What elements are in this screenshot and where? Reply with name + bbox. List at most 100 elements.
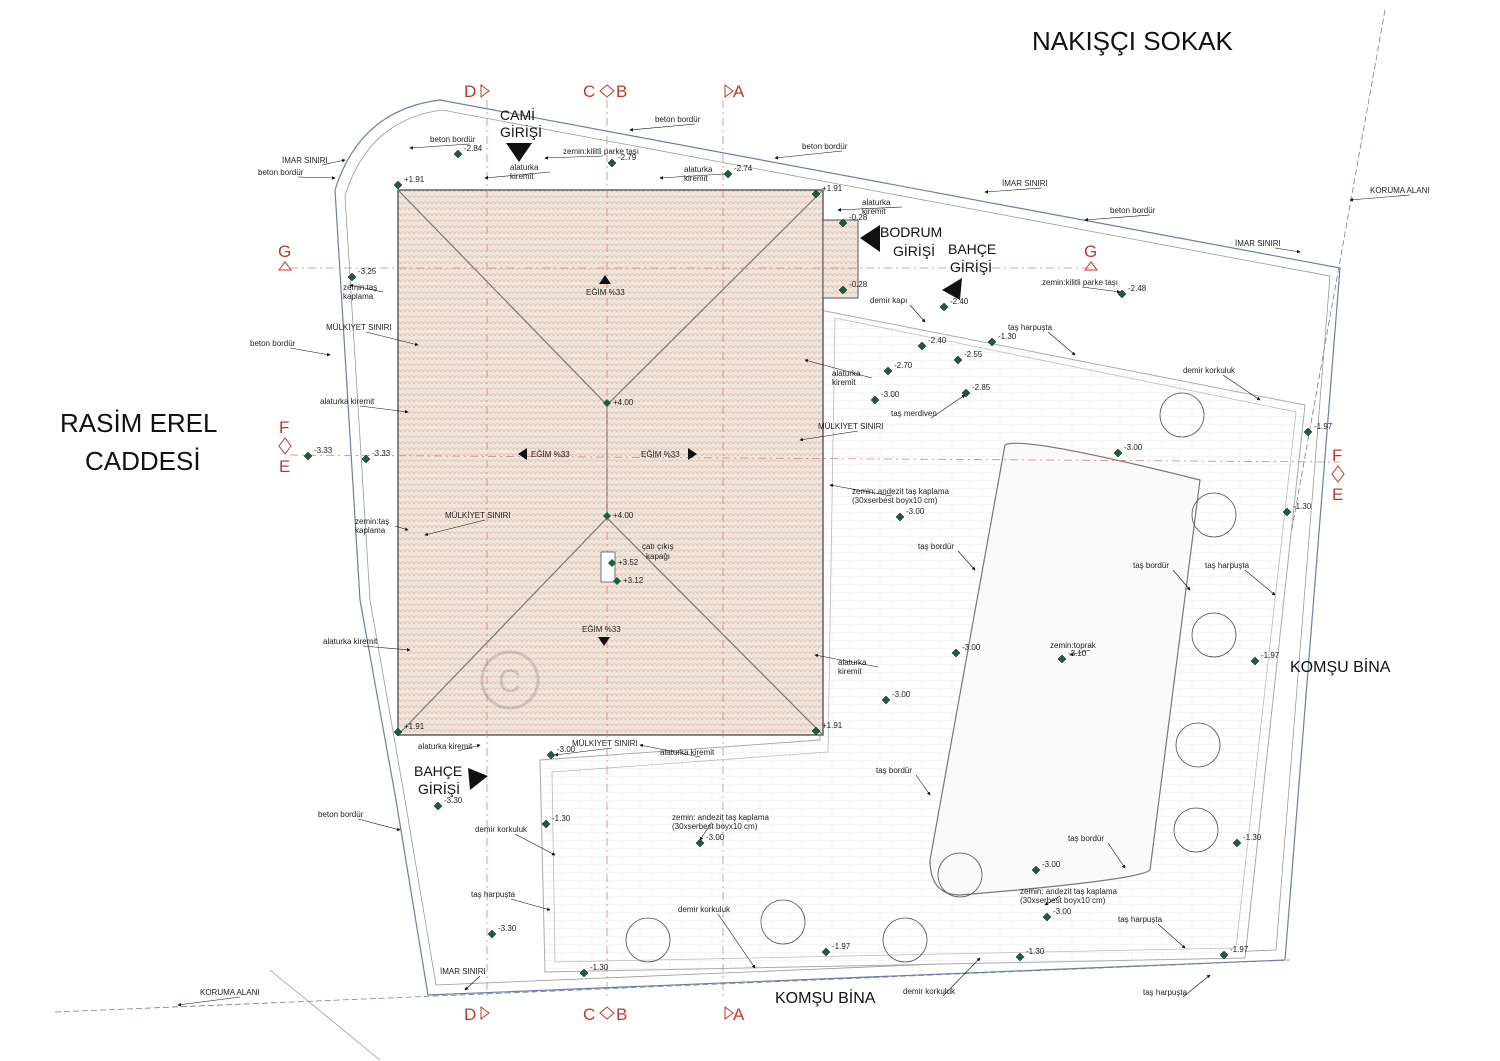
leader-demir-kapi — [909, 304, 926, 323]
level-mark-l35: -3.00 — [1042, 907, 1072, 922]
level-symbol-l5 — [811, 189, 821, 199]
roof-level-symbol-ridge_2 — [603, 512, 611, 520]
level-mark-l32: -3.00 — [695, 833, 725, 848]
annotation-mulkiyet-e: MÜLKİYET SINIRI — [818, 422, 884, 431]
level-value-l6: -0.28 — [849, 213, 868, 222]
level-mark-l11: -2.40 — [917, 336, 947, 351]
level-symbol-l27 — [393, 727, 403, 737]
level-mark-l26: -3.00 — [881, 690, 911, 705]
svg-text:C: C — [498, 663, 521, 699]
street-north: NAKIŞÇI SOKAK — [1032, 26, 1233, 56]
level-value-l24: -3.10 — [1068, 649, 1087, 658]
bahce-ne-entrance-1: BAHÇE — [948, 241, 996, 257]
mark-g-right: G — [1084, 242, 1097, 261]
mark-c-bot: C — [583, 1005, 595, 1024]
roof-level-ridge_2: +4.00 — [613, 511, 634, 520]
annotation-koruma-s: KORUMA ALANI — [200, 988, 260, 997]
annotation-beton-ne: beton bordür — [1110, 206, 1156, 215]
level-value-l2: -2.79 — [618, 153, 637, 162]
annotation-tas-bordur-3: taş bordür — [876, 766, 912, 775]
annotation-beton-nw2: beton bordür — [258, 168, 304, 177]
mark-b-top: B — [616, 82, 627, 101]
leader-zemin-kilitli-2 — [1081, 286, 1121, 294]
annotation-imar-top: İMAR SINIRI — [1002, 179, 1048, 188]
entrance-markers: CAMİ GİRİŞİ BODRUM GİRİŞİ BAHÇE GİRİŞİ B… — [414, 106, 996, 797]
level-value-l34: -3.00 — [1042, 860, 1061, 869]
annotation-alaturka-b1: alaturka kiremit — [418, 742, 473, 751]
level-symbol-l24 — [1057, 654, 1067, 664]
level-mark-l7: -0.28 — [838, 280, 868, 295]
level-value-l27: +1.91 — [404, 722, 425, 731]
mark-d-top: D — [464, 82, 476, 101]
level-mark-l30: -3.30 — [433, 796, 463, 811]
bodrum-entrance-1: BODRUM — [880, 224, 942, 240]
level-value-l18: -3.33 — [372, 449, 391, 458]
leader-alaturka-1 — [484, 171, 551, 180]
leader-demir-korkuluk-s2 — [942, 957, 981, 997]
level-value-l5: +1.91 — [822, 184, 843, 193]
level-value-l15: -2.85 — [972, 383, 991, 392]
street-labels: NAKIŞÇI SOKAK RASİM EREL CADDESİ KOMŞU B… — [60, 26, 1391, 1007]
level-mark-l34: -3.00 — [1031, 860, 1061, 875]
level-mark-l9: -2.40 — [939, 297, 969, 312]
level-value-l7: -0.28 — [849, 280, 868, 289]
level-symbol-l33 — [1232, 838, 1242, 848]
annotation-tas-harpusta-n: taş harpuşta — [1008, 323, 1053, 332]
section-lines — [289, 100, 1341, 1000]
leader-alaturka-sw — [362, 645, 411, 652]
annotation-alaturka-b2: alaturka kiremit — [660, 748, 715, 757]
level-symbol-l31 — [541, 819, 551, 829]
level-symbol-l37 — [1015, 952, 1025, 962]
leader-andezit-2 — [699, 821, 713, 841]
neighbour-east: KOMŞU BİNA — [1290, 657, 1391, 676]
level-value-l19: -3.00 — [1124, 443, 1143, 452]
leader-beton-nw1 — [409, 143, 471, 150]
neighbour-south: KOMŞU BİNA — [775, 988, 876, 1007]
slope-s: EĞİM %33 — [582, 625, 621, 634]
level-value-l29: -3.00 — [557, 745, 576, 754]
roof-level-hatch_1: +3.52 — [618, 558, 639, 567]
street-west-2: CADDESİ — [85, 446, 201, 476]
roof-annotations: EĞİM %33 EĞİM %33 EĞİM %33 EĞİM %33 çatı… — [518, 275, 697, 646]
leader-demir-korkuluk-s — [717, 913, 756, 969]
level-symbol-l11 — [917, 341, 927, 351]
annotation-imar-s: İMAR SINIRI — [440, 967, 486, 976]
leader-beton-w — [289, 347, 331, 357]
annotation-imar-ne: İMAR SINIRI — [1235, 239, 1281, 248]
leader-koruma-ne — [1349, 194, 1411, 202]
leader-imar-top — [984, 187, 1043, 194]
leader-zemin-tas-1 — [349, 283, 384, 293]
property-boundary — [54, 9, 1386, 1061]
level-symbol-l22 — [1282, 507, 1292, 517]
level-value-l4: +1.91 — [404, 175, 425, 184]
level-mark-l37: -1.30 — [1015, 947, 1045, 962]
level-mark-l22: -1.30 — [1282, 502, 1312, 517]
leader-tas-harpusta-se — [1157, 923, 1186, 949]
leader-mulkiyet-sw — [424, 519, 486, 537]
annotation-beton-top2: beton bordür — [802, 142, 848, 151]
level-symbol-l2 — [607, 158, 617, 168]
mark-c-top: C — [583, 82, 595, 101]
leader-imar-s — [464, 975, 481, 991]
level-mark-l21: -3.00 — [895, 507, 925, 522]
level-symbol-l13 — [953, 355, 963, 365]
annotation-zemin-kilitli-2: zemin:kilitli parke taşı — [1042, 278, 1118, 287]
leader-tas-harpusta-s — [1182, 974, 1211, 998]
annotation-tas-harpusta-se: taş harpuşta — [1118, 915, 1163, 924]
leader-tas-harpusta-n — [1047, 331, 1076, 356]
leader-beton-top — [629, 123, 696, 132]
leader-tas-bordur-2 — [1172, 569, 1191, 591]
roof-level-hatch_2: +3.12 — [623, 576, 644, 585]
level-symbol-l16 — [870, 395, 880, 405]
level-mark-l1: -2.84 — [453, 144, 483, 159]
level-symbol-l20 — [1303, 427, 1313, 437]
mark-f-left: F — [279, 418, 289, 437]
level-mark-l39: -3.30 — [487, 924, 517, 939]
cami-entrance-1: CAMİ — [500, 106, 535, 123]
level-symbol-l10 — [1117, 289, 1127, 299]
level-mark-l6: -0.28 — [838, 213, 868, 228]
annotation-demir-korkuluk-s2: demir korkuluk — [903, 987, 956, 996]
leader-alaturka-e — [804, 359, 873, 379]
